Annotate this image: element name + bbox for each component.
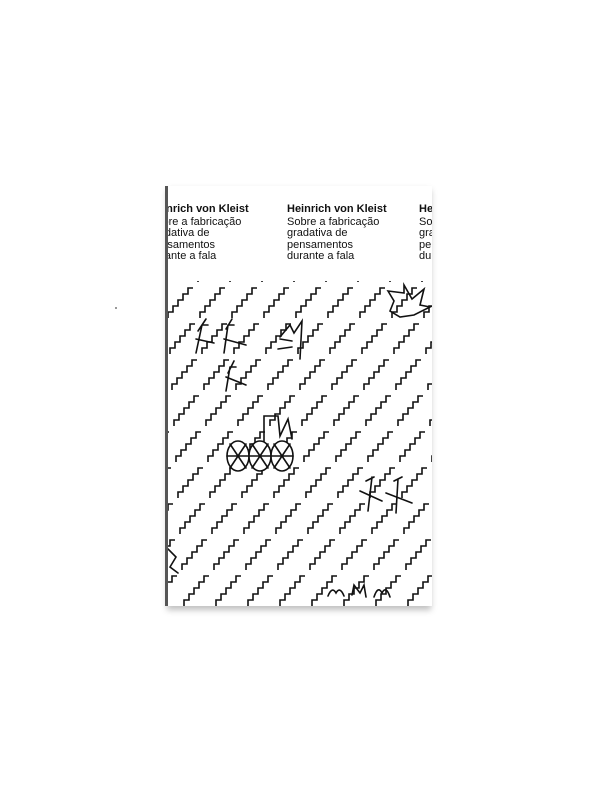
book-cover: Heinrich von Kleist Sobre a fabricação g…	[168, 186, 432, 606]
staircase-line	[168, 281, 423, 583]
title-line: Sobre a fabricação	[419, 215, 432, 228]
author-name: Heinrich von Kleist	[287, 203, 387, 215]
staircase-line	[343, 503, 429, 606]
tree-doodle	[277, 318, 303, 360]
title-line: durante a fala	[419, 250, 432, 262]
staircase-line	[168, 281, 327, 469]
title-line: pensamentos	[419, 238, 432, 251]
title-line: Sobre a fabricação	[287, 215, 380, 228]
title-line: pensamentos	[287, 238, 354, 251]
author-name: Heinrich von Kleist	[168, 203, 249, 215]
staircase-line	[407, 575, 432, 606]
title-line: gradativa de	[419, 227, 432, 239]
staircase-line	[311, 455, 432, 606]
title-line: durante a fala	[168, 250, 217, 262]
staircase-line	[168, 281, 199, 318]
title-line: pensamentos	[168, 238, 216, 251]
title-line: durante a fala	[287, 250, 355, 262]
staircase-line	[375, 539, 431, 606]
staircase-line	[247, 383, 432, 606]
figures-doodle	[359, 476, 413, 514]
title-line: gradativa de	[168, 227, 210, 239]
staircase-line	[279, 419, 432, 606]
title-line: Sobre a fabricação	[168, 215, 242, 228]
title-block-right: Heinrich von Kleist Sobre a fabricação g…	[419, 203, 432, 263]
staircase-line	[169, 281, 231, 354]
staircase-pattern	[168, 281, 432, 606]
title-line: gradativa de	[287, 227, 348, 239]
stick-figures-doodle	[195, 318, 247, 392]
speck	[115, 307, 117, 309]
staircase-line	[168, 281, 391, 547]
staircase-line	[168, 281, 295, 433]
title-block-center: Heinrich von Kleist Sobre a fabricação g…	[287, 203, 412, 263]
title-block-left: Heinrich von Kleist Sobre a fabricação g…	[168, 203, 274, 263]
hearts-doodle	[327, 582, 391, 598]
staircase-line	[168, 281, 359, 511]
staircase-line	[171, 281, 263, 390]
author-name: Heinrich von Kleist	[419, 203, 432, 215]
corner-doodle	[168, 548, 179, 574]
staircase-line	[168, 281, 176, 606]
wheels-doodle	[226, 415, 294, 472]
star-doodle	[386, 281, 432, 318]
